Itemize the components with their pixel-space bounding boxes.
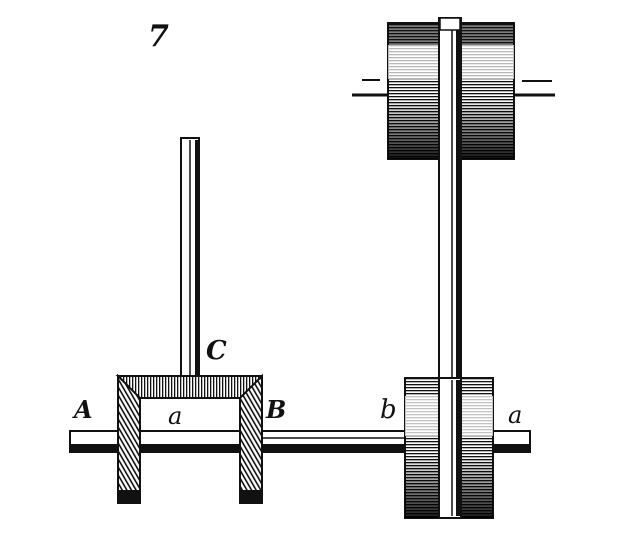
label-b-upper: B	[266, 395, 287, 424]
label-a-lower-left: a	[168, 402, 183, 430]
label-b-lower: b	[380, 395, 397, 425]
label-a-lower-right: a	[508, 401, 523, 429]
label-c: C	[206, 336, 227, 366]
vertical-rod	[180, 137, 200, 379]
fork	[115, 373, 263, 504]
upper-shaft	[352, 79, 555, 97]
label-a-upper: A	[74, 395, 93, 424]
figure-number: 7	[148, 19, 169, 54]
belt-front	[438, 377, 462, 519]
